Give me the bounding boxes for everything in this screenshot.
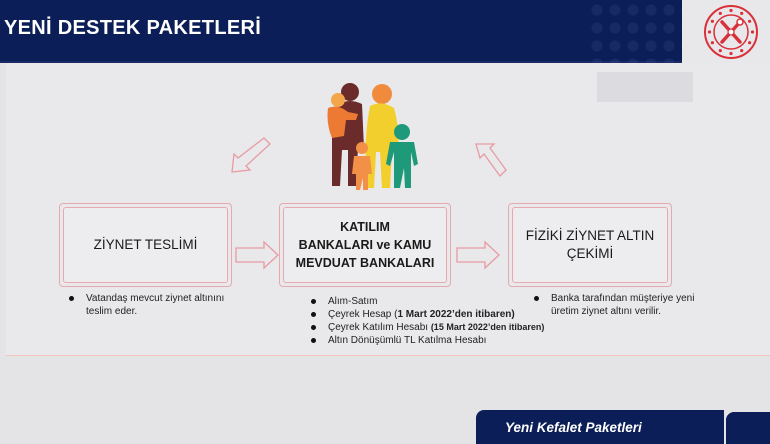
ministry-seal-icon — [704, 5, 758, 59]
list-item: Vatandaş mevcut ziynet altınını teslim e… — [66, 292, 266, 318]
list-text: Çeyrek Katılım Hesabı — [328, 322, 431, 333]
box-inner: FİZİKİ ZİYNET ALTIN ÇEKİMİ — [512, 207, 668, 283]
header-bar: YENİ DESTEK PAKETLERİ — [0, 0, 682, 63]
list-item: Alım-Satım — [308, 295, 588, 308]
diagram-box-katilim-bankalari: KATILIM BANKALARI ve KAMU MEVDUAT BANKAL… — [279, 203, 451, 287]
family-icon — [327, 83, 418, 190]
list-text: teslim eder. — [86, 306, 138, 317]
arrow-right-icon — [235, 240, 279, 270]
bullet-list-center: Alım-Satım Çeyrek Hesap (1 Mart 2022’den… — [308, 295, 588, 347]
header-pattern — [587, 0, 682, 63]
logo-area — [682, 0, 770, 63]
placeholder-block — [597, 72, 693, 102]
list-text: üretim ziynet altını verilir. — [551, 306, 662, 317]
bullet-list-right: Banka tarafından müşteriye yeni üretim z… — [531, 292, 731, 318]
list-item: Çeyrek Hesap (1 Mart 2022’den itibaren) — [308, 308, 588, 321]
list-text: ) — [511, 309, 515, 320]
arrow-down-left-icon — [231, 137, 271, 173]
box-line: KATILIM — [340, 220, 390, 234]
box-label: ZİYNET TESLİMİ — [93, 237, 198, 252]
box-inner: KATILIM BANKALARI ve KAMU MEVDUAT BANKAL… — [283, 207, 447, 283]
arrow-right-icon — [456, 240, 500, 270]
list-text: Banka tarafından müşteriye yeni — [551, 293, 695, 304]
list-text: Altın Dönüşümlü TL Katılma Hesabı — [328, 335, 487, 346]
arrow-up-left-icon — [475, 143, 507, 177]
box-inner: ZİYNET TESLİMİ — [63, 207, 228, 283]
list-item: Çeyrek Katılım Hesabı (15 Mart 2022’den … — [308, 321, 588, 334]
box-line: ÇEKİMİ — [566, 246, 614, 261]
list-bold-text: 1 Mart 2022’den itibaren — [397, 309, 512, 320]
bullet-list-left: Vatandaş mevcut ziynet altınını teslim e… — [66, 292, 266, 318]
page-title: YENİ DESTEK PAKETLERİ — [4, 17, 262, 39]
list-text: Vatandaş mevcut ziynet altınını — [86, 293, 225, 304]
box-line: MEVDUAT BANKALARI — [295, 256, 435, 270]
diagram-box-ziynet-teslimi: ZİYNET TESLİMİ — [59, 203, 232, 287]
box-line: FİZİKİ ZİYNET ALTIN — [525, 228, 655, 243]
list-bold-text: (15 Mart 2022’den itibaren) — [430, 322, 545, 332]
list-text: Çeyrek Hesap ( — [328, 309, 398, 320]
list-item: Banka tarafından müşteriye yeni üretim z… — [531, 292, 731, 318]
box-line: BANKALARI ve KAMU — [298, 238, 432, 252]
footer-tab-next[interactable] — [724, 410, 770, 444]
list-text: Alım-Satım — [328, 296, 378, 307]
footer-tab-yeni-kefalet-paketleri[interactable]: Yeni Kefalet Paketleri — [476, 410, 724, 444]
list-item: Altın Dönüşümlü TL Katılma Hesabı — [308, 334, 588, 347]
diagram-box-fiziki-ziynet: FİZİKİ ZİYNET ALTIN ÇEKİMİ — [508, 203, 672, 287]
